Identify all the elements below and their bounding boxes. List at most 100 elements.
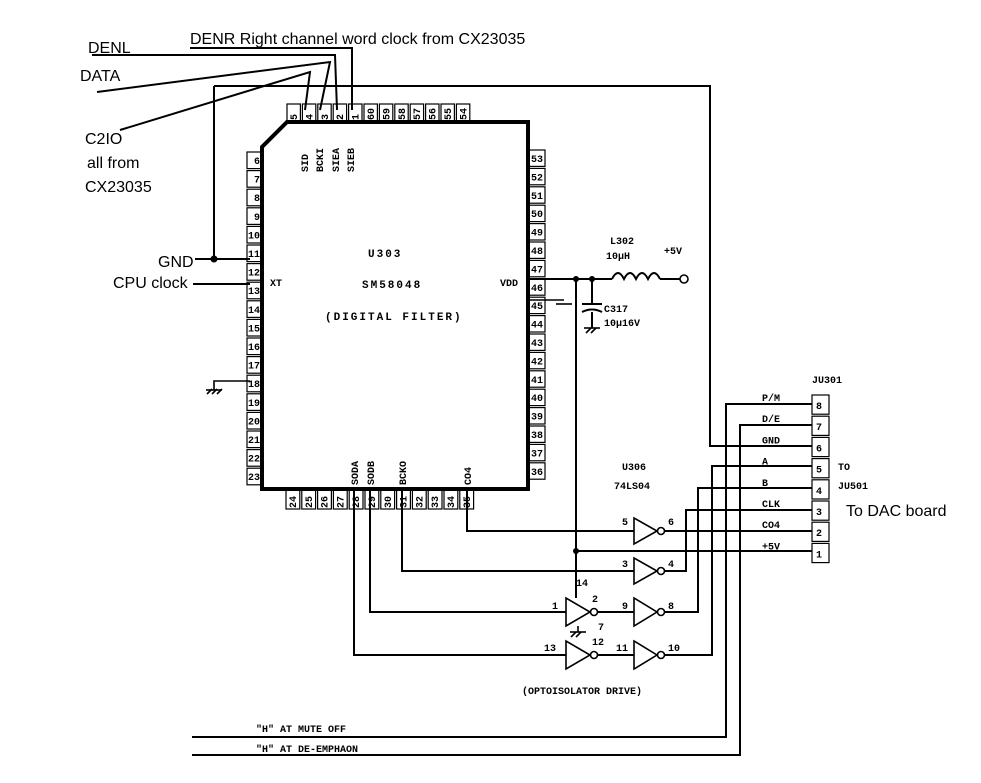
ic-pin-box	[246, 374, 263, 393]
ic-pin-box	[411, 488, 427, 510]
connector-pin-box	[811, 479, 830, 500]
label-to-dac: To DAC board	[846, 503, 947, 520]
ic-pin-box	[455, 103, 471, 123]
ic-pin-box	[409, 103, 425, 123]
gate6-out-pin: 10	[668, 644, 680, 655]
ic-pin-box	[527, 351, 546, 370]
ic-pin-number: 56	[429, 108, 440, 120]
ic-pin-number: 15	[248, 324, 260, 335]
ic-pin-name: SIEB	[347, 148, 358, 172]
signal-wires	[192, 403, 812, 756]
ic-pin-box	[246, 281, 263, 300]
ic-pin-number: 16	[248, 343, 260, 354]
inverter-gate-3: 1 2	[552, 595, 599, 628]
ic-pin-box	[246, 467, 263, 486]
ic-pin-number: 33	[431, 496, 442, 508]
label-all-from-1: all from	[87, 155, 139, 172]
ic-pin-box	[286, 103, 301, 123]
ic-pin-box	[317, 488, 333, 510]
note-deemph: "H" AT DE-EMPHAON	[256, 744, 358, 756]
label-cpu-clock: CPU clock	[113, 275, 189, 292]
inverter-gate-5: 13 12	[544, 638, 604, 671]
ic-pin-number: 6	[254, 157, 260, 168]
ic-pin-number: 8	[254, 194, 260, 205]
ic-pin-name: CO4	[464, 467, 475, 485]
gate3-in-pin: 1	[552, 602, 558, 613]
connector-pin-number: 7	[816, 423, 822, 434]
u306-part: 74LS04	[614, 482, 650, 493]
ic-pin-box	[246, 244, 263, 263]
connector-pin-box	[811, 415, 830, 437]
ic-pin-number: 13	[248, 287, 260, 298]
ic-pin-number: 40	[531, 394, 543, 405]
ic-pin-number: 58	[398, 108, 409, 120]
ic-pin-number: 31	[400, 496, 411, 508]
ic-u303-part: SM58048	[362, 280, 422, 292]
connector-pin-signal: D/E	[762, 414, 780, 426]
ic-pin-number: 32	[415, 496, 426, 508]
ic-pin-box	[246, 188, 263, 207]
ic-pin-number: 36	[531, 468, 543, 479]
gnd-connection	[195, 86, 250, 263]
ic-pin-number: 26	[321, 496, 332, 508]
connector-pin-number: 6	[816, 444, 822, 455]
ic-pin-number: 50	[531, 210, 543, 221]
connector-to-2: JU501	[838, 482, 868, 493]
ic-pin-box	[246, 225, 263, 244]
connector-ref: JU301	[812, 376, 842, 387]
ic-pin-number: 34	[447, 496, 458, 508]
ic-pin-number: 7	[254, 176, 260, 187]
ic-u303-pin-vdd: VDD	[500, 279, 518, 290]
ic-pin-number: 19	[248, 399, 260, 410]
ic-pin-number: 23	[248, 473, 260, 484]
inverter-gate-1: 5 6	[622, 516, 674, 546]
label-gnd: GND	[158, 254, 194, 271]
ic-pin-number: 44	[531, 321, 543, 332]
label-all-from-2: CX23035	[85, 179, 152, 196]
inductor-ref: L302	[610, 237, 634, 248]
ic-pin-number: 30	[384, 496, 395, 508]
ic-pin-number: 12	[248, 269, 260, 280]
ic-pin-box	[246, 411, 263, 430]
ic-pin-box	[425, 103, 440, 123]
ic-pin-number: 60	[367, 108, 378, 120]
u306-vcc-pin: 14	[576, 579, 588, 590]
ic-pin-box	[246, 449, 263, 467]
ic-pin-number: 14	[248, 306, 260, 317]
ic-pin-box	[527, 296, 546, 315]
ic-pin-box	[527, 186, 546, 204]
ic-pin-box	[396, 488, 412, 510]
ic-pin-number: 55	[444, 108, 455, 120]
ic-u303-body	[260, 120, 530, 491]
ic-pin-box	[301, 488, 317, 510]
ic-pin-name: BCKI	[316, 148, 327, 172]
ic-pin-box	[527, 149, 546, 167]
u306-ref: U306	[622, 463, 646, 474]
ic-u306: U306 74LS04	[614, 463, 650, 493]
ic-pin-number: 29	[368, 496, 379, 508]
ic-pin-box	[527, 315, 546, 333]
gate5-in-pin: 13	[544, 644, 556, 655]
gate4-in-pin: 9	[622, 602, 628, 613]
ic-pin-box	[527, 388, 546, 407]
ic-pin-box	[332, 488, 348, 510]
connector-pin-signal: CO4	[762, 521, 780, 532]
ic-pin-box	[246, 151, 263, 170]
ic-pin-box	[380, 488, 396, 510]
ic-pin-number: 54	[459, 108, 470, 120]
ic-pin-box	[246, 337, 263, 356]
ic-pin-box	[427, 488, 443, 510]
capacitor-ref: C317	[604, 305, 628, 316]
ic-pin-box	[527, 204, 546, 223]
ic-pin-box	[527, 462, 546, 480]
connector-pin-box	[811, 521, 830, 543]
ic-pin-name: BCKO	[399, 461, 410, 485]
ic-pin-number: 2	[336, 114, 347, 120]
ic-pin-number: 46	[531, 284, 543, 295]
connector-pin-number: 3	[816, 508, 822, 519]
ic-pin-number: 20	[248, 417, 260, 428]
